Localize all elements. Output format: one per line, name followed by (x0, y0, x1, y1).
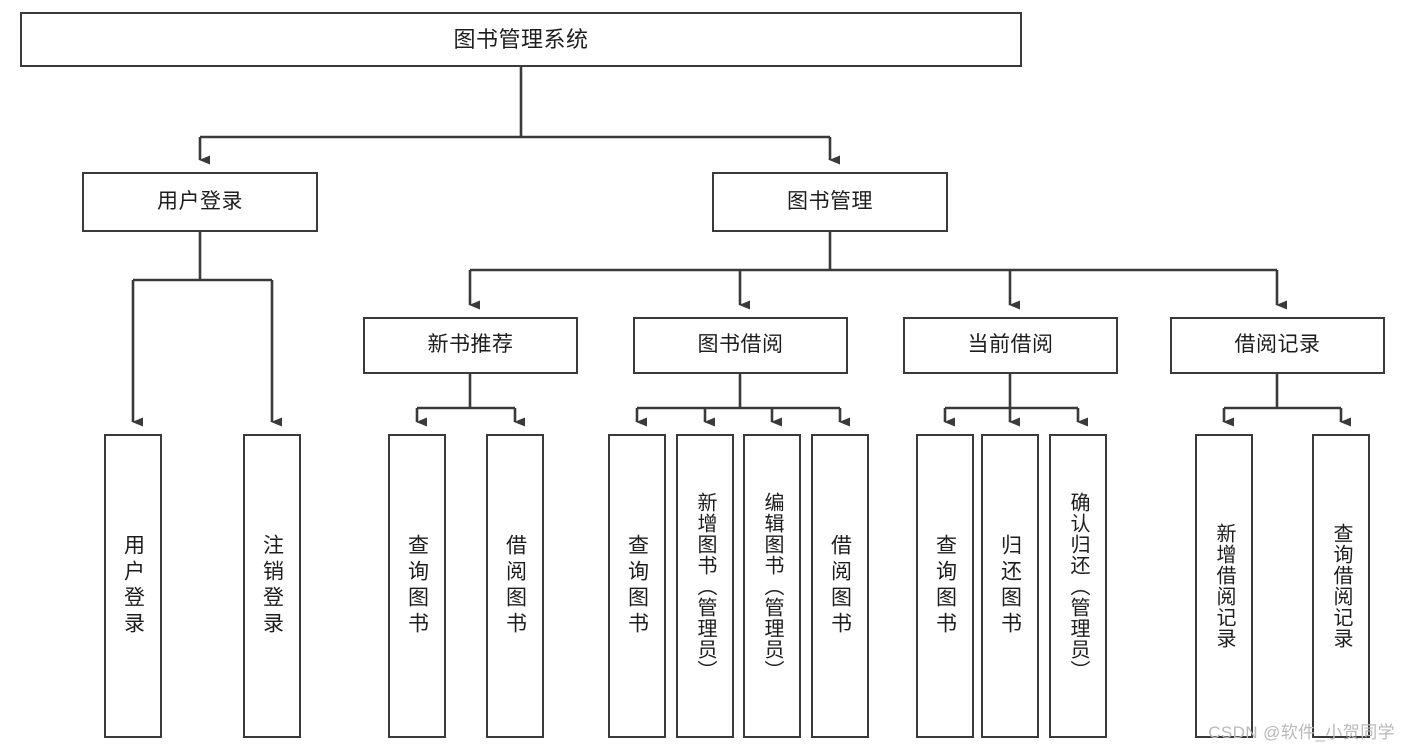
node-label: 查询图书 (625, 534, 649, 638)
node-label: 用户登录 (157, 189, 243, 213)
node-label: 借阅图书 (503, 534, 527, 638)
node-label: 归还图书 (998, 534, 1022, 638)
leaf-add-book-admin[interactable]: 新增图书（管理员） (676, 434, 734, 738)
node-book-borrowing[interactable]: 图书借阅 (633, 317, 848, 374)
node-label: 借阅图书 (828, 534, 852, 638)
csdn-watermark: CSDN @软件_小贺同学 (1208, 723, 1395, 742)
leaf-confirm-return-admin[interactable]: 确认归还（管理员） (1049, 434, 1107, 738)
node-label: 图书管理系统 (453, 26, 589, 52)
node-label: 查询图书 (405, 534, 429, 638)
node-label: 借阅记录 (1234, 333, 1321, 357)
node-label: 新增借阅记录 (1213, 523, 1235, 649)
leaf-query-book-borrowing[interactable]: 查询图书 (608, 434, 666, 738)
node-label: 编辑图书（管理员） (761, 491, 783, 681)
node-label: 新增图书（管理员） (694, 491, 716, 681)
node-user-login[interactable]: 用户登录 (82, 172, 318, 232)
node-label: 当前借阅 (967, 333, 1054, 357)
leaf-borrow-book-borrowing[interactable]: 借阅图书 (811, 434, 869, 738)
leaf-query-book-current[interactable]: 查询图书 (916, 434, 974, 738)
node-current-borrowing[interactable]: 当前借阅 (903, 317, 1118, 374)
node-label: 确认归还（管理员） (1067, 491, 1089, 681)
leaf-user-login[interactable]: 用户登录 (104, 434, 162, 738)
node-label: 查询借阅记录 (1330, 523, 1352, 649)
leaf-return-book[interactable]: 归还图书 (981, 434, 1039, 738)
node-new-book-recommendation[interactable]: 新书推荐 (363, 317, 578, 374)
node-book-management[interactable]: 图书管理 (712, 172, 948, 232)
node-label: 注销登录 (260, 534, 284, 638)
node-label: 用户登录 (121, 534, 145, 638)
node-label: 图书借阅 (697, 333, 784, 357)
node-borrowing-record[interactable]: 借阅记录 (1170, 317, 1385, 374)
node-label: 图书管理 (787, 189, 873, 213)
leaf-borrow-book-recommendation[interactable]: 借阅图书 (486, 434, 544, 738)
leaf-edit-book-admin[interactable]: 编辑图书（管理员） (743, 434, 801, 738)
leaf-add-borrow-record[interactable]: 新增借阅记录 (1195, 434, 1253, 738)
leaf-query-borrow-record[interactable]: 查询借阅记录 (1312, 434, 1370, 738)
node-label: 查询图书 (933, 534, 957, 638)
node-label: 新书推荐 (427, 333, 514, 357)
leaf-logout[interactable]: 注销登录 (243, 434, 301, 738)
node-root-system[interactable]: 图书管理系统 (20, 12, 1022, 67)
leaf-query-book-recommendation[interactable]: 查询图书 (388, 434, 446, 738)
